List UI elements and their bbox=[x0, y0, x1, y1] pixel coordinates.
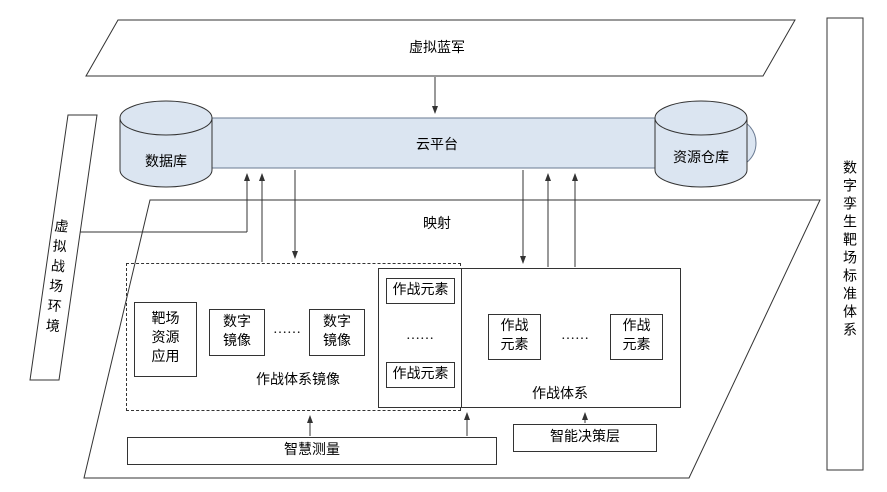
combat-element-left-label: 作战元素 bbox=[500, 319, 529, 353]
combat-element-column-bottom-box: 作战元素 bbox=[386, 362, 455, 388]
range-resource-application-box: 靶场资源应用 bbox=[134, 302, 197, 377]
virtual-blue-army-label: 虚拟蓝军 bbox=[409, 41, 465, 56]
standard-system-panel bbox=[826, 17, 864, 471]
repository-cylinder-top bbox=[654, 100, 748, 136]
combat-element-box-left: 作战元素 bbox=[488, 314, 541, 360]
intelligent-decision-layer-label: 智能决策层 bbox=[550, 429, 620, 445]
digital-mirror-box-right: 数字镜像 bbox=[309, 309, 365, 356]
combat-element-column-top-box: 作战元素 bbox=[386, 278, 455, 304]
cloud-platform-label: 云平台 bbox=[416, 138, 458, 153]
database-label: 数据库 bbox=[145, 155, 187, 170]
combat-element-right-label: 作战元素 bbox=[622, 319, 651, 353]
combat-element-ellipsis: …… bbox=[561, 328, 589, 343]
standard-system-label: 数字孪生靶场标准体系 bbox=[841, 160, 856, 340]
smart-measurement-label: 智慧测量 bbox=[284, 442, 340, 458]
virtual-blue-army-panel bbox=[85, 19, 796, 77]
database-cylinder-body bbox=[119, 117, 213, 188]
range-resource-application-label: 靶场资源应用 bbox=[151, 312, 180, 365]
mapping-label: 映射 bbox=[423, 217, 451, 232]
combat-element-column-ellipsis: …… bbox=[406, 328, 434, 343]
database-cylinder-top bbox=[119, 100, 213, 136]
repository-cylinder-body bbox=[654, 117, 748, 188]
combat-element-column-bottom-label: 作战元素 bbox=[392, 366, 449, 382]
combat-element-column bbox=[378, 268, 462, 408]
digital-mirror-left-label: 数字镜像 bbox=[223, 314, 251, 349]
smart-measurement-bar: 智慧测量 bbox=[127, 437, 497, 465]
combat-system-mirror-label: 作战体系镜像 bbox=[256, 373, 340, 388]
digital-mirror-box-left: 数字镜像 bbox=[209, 309, 265, 356]
combat-element-column-top-label: 作战元素 bbox=[392, 282, 449, 298]
combat-element-box-right: 作战元素 bbox=[610, 314, 663, 360]
digital-mirror-right-label: 数字镜像 bbox=[323, 314, 351, 349]
digital-mirror-ellipsis: …… bbox=[273, 322, 301, 337]
repository-label: 资源仓库 bbox=[673, 151, 729, 166]
combat-system-label: 作战体系 bbox=[532, 387, 588, 402]
virtual-battlefield-env-panel bbox=[29, 114, 98, 381]
intelligent-decision-layer-box: 智能决策层 bbox=[513, 424, 657, 452]
